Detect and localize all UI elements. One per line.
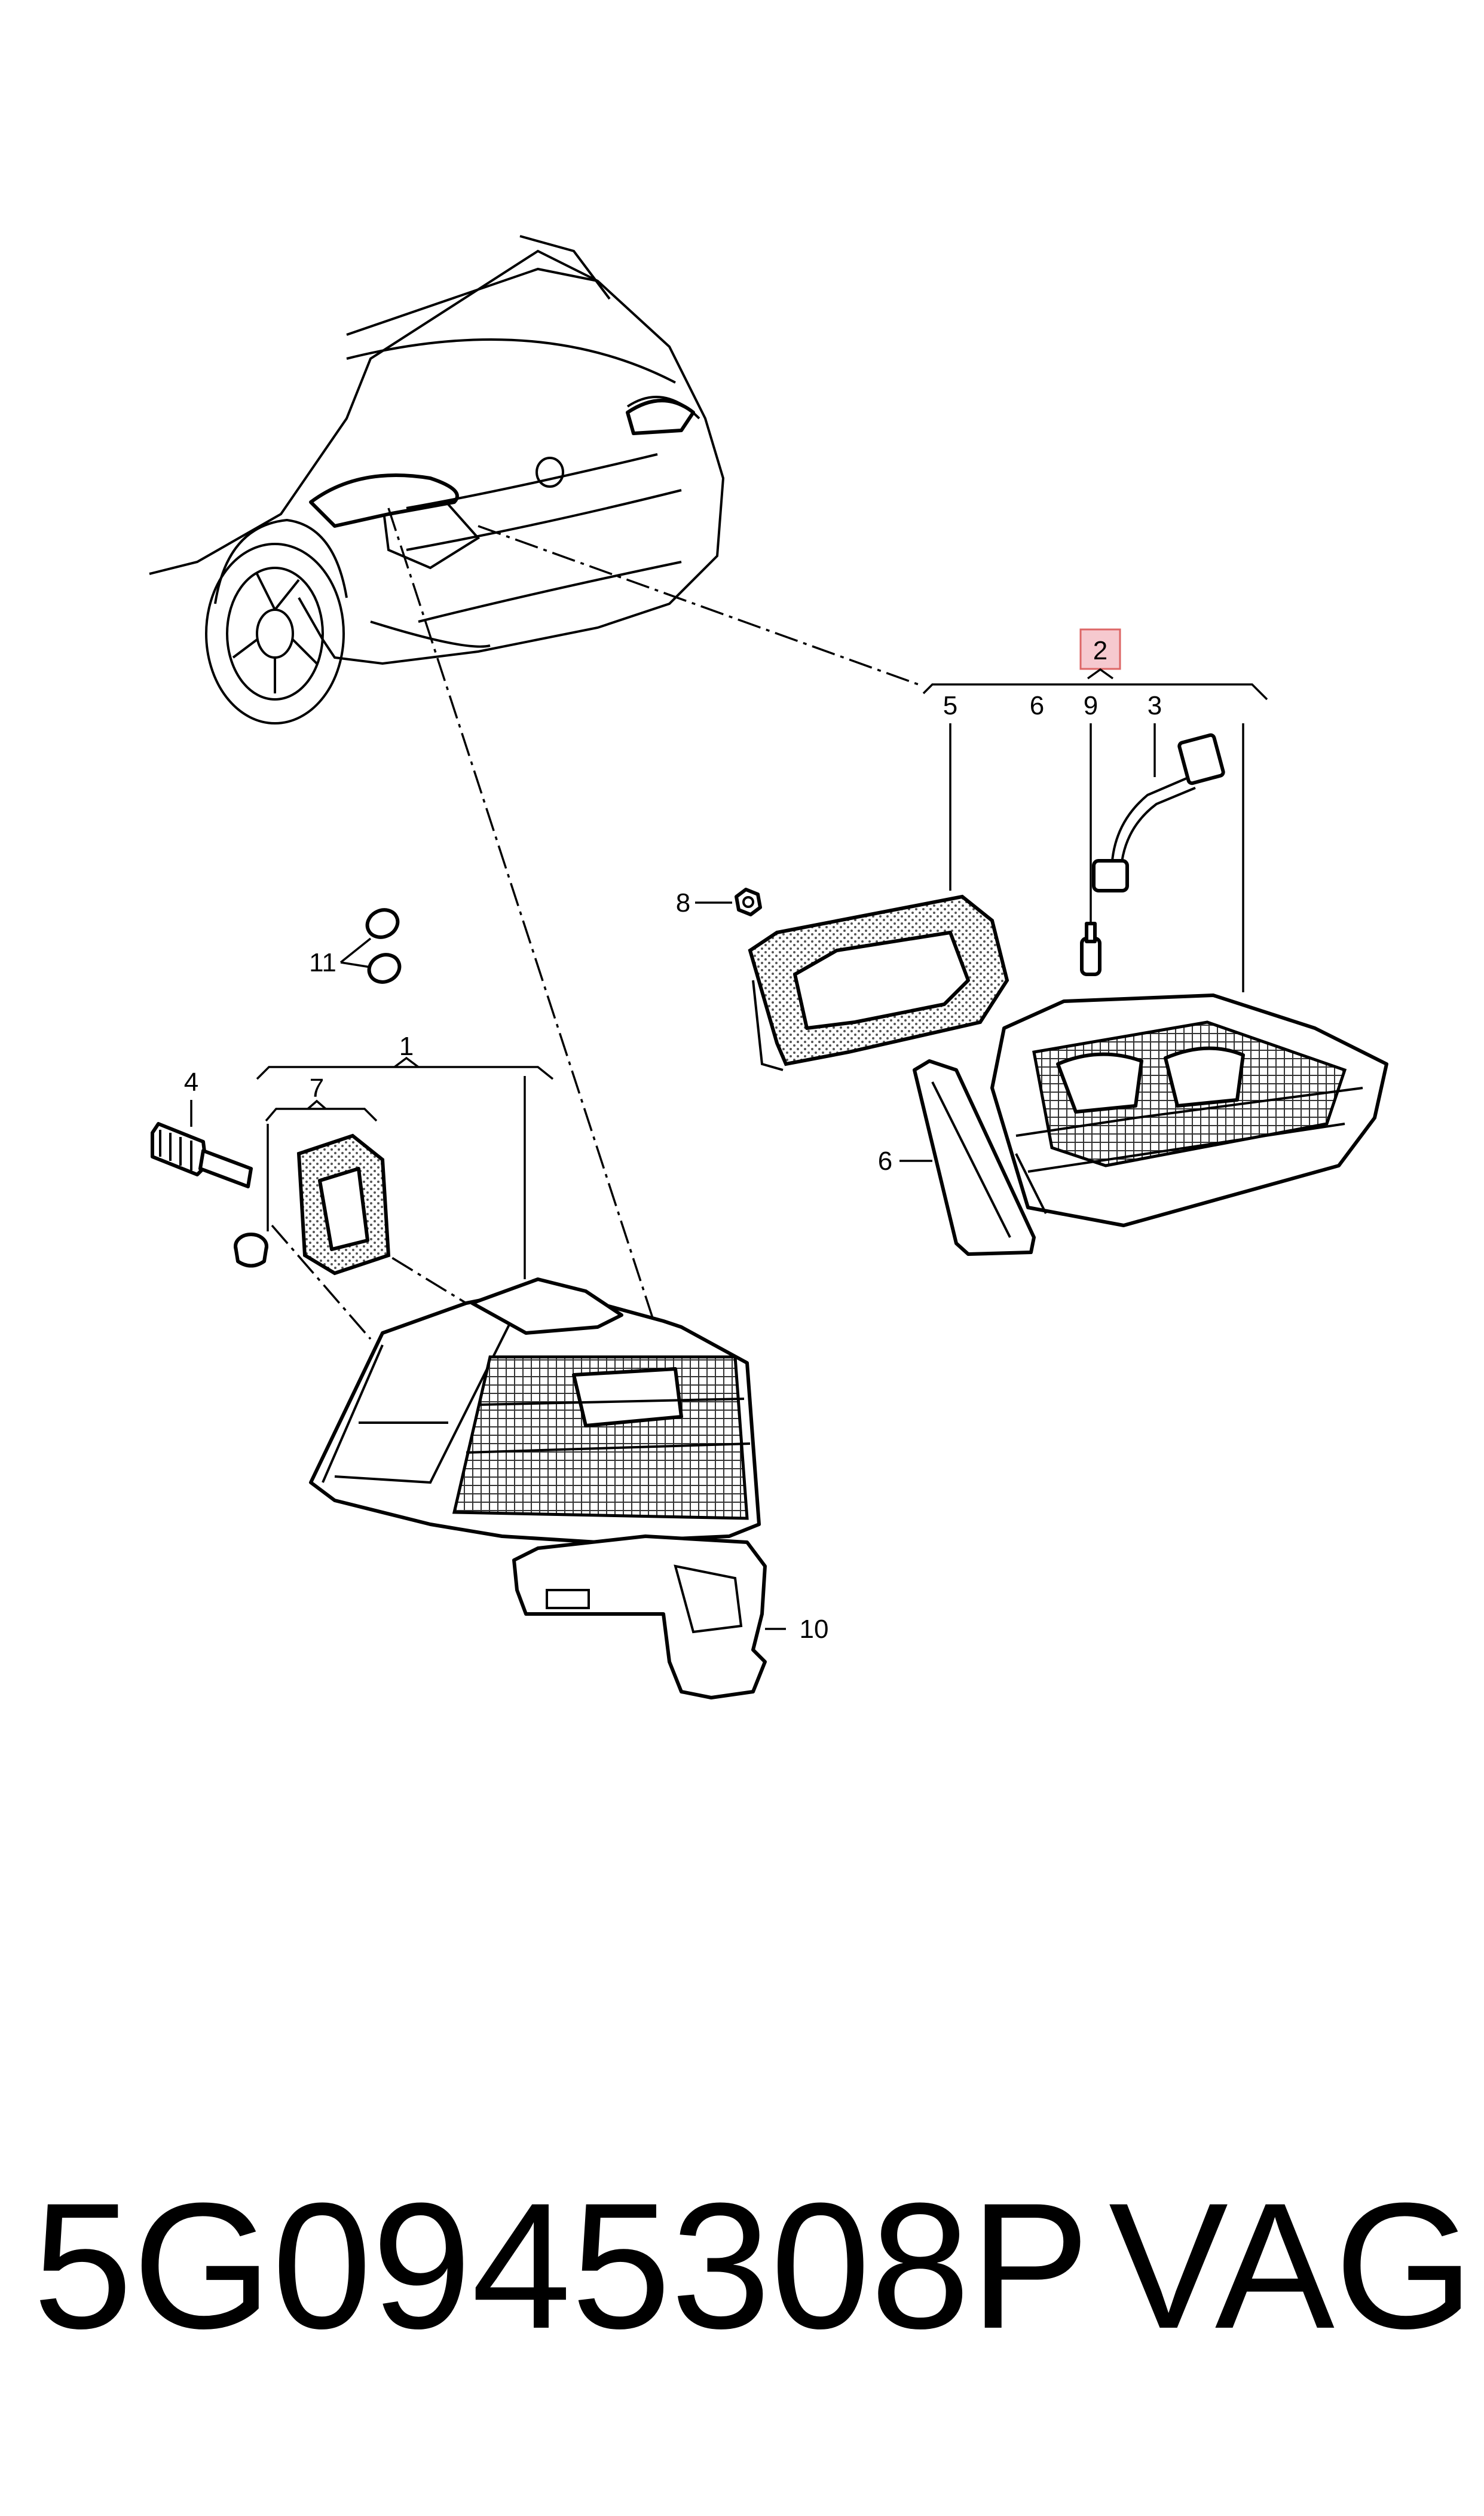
nut-8-icon: 8: [676, 888, 762, 918]
callout-10: 10: [800, 1615, 829, 1644]
callout-2-highlight: [1079, 628, 1121, 670]
assembly-2-group: 2 5 6 9 3 8: [676, 628, 1388, 1256]
wiring-harness-3-icon: [1092, 733, 1225, 892]
part-number: 5G0945308P: [33, 2165, 1090, 2366]
callout-4: 4: [184, 1068, 198, 1097]
callout-3: 3: [1148, 691, 1162, 720]
callout-6-top: 6: [1030, 691, 1044, 720]
callout-11: 11: [309, 948, 336, 977]
car-rear-illustration: [149, 235, 725, 724]
inner-tail-lamp-icon: [990, 993, 1388, 1227]
callout-5: 5: [943, 691, 957, 720]
outer-tail-lamp-icon: [309, 1277, 761, 1544]
gasket-5-icon: [748, 894, 1009, 1071]
callout-9: 9: [1084, 691, 1098, 720]
bulb-holder-4-icon: 4: [151, 1068, 253, 1188]
callout-8: 8: [676, 888, 690, 918]
callout-1: 1: [399, 1032, 414, 1061]
callout-6-bottom: 6: [878, 1147, 892, 1176]
callout-7: 7: [310, 1074, 324, 1103]
trim-6-icon: 6: [878, 1059, 1036, 1256]
grommet-icon: [234, 1233, 268, 1268]
assembly-1-group: 1 7 4: [151, 1032, 829, 1699]
bracket-10-icon: 10: [512, 1534, 829, 1699]
seal-7-icon: [296, 1133, 391, 1276]
callout-2: 2: [1093, 636, 1107, 665]
bulb-9-icon: [1080, 922, 1101, 976]
caps-11-icon: 11: [309, 908, 402, 984]
brand-name: VAG: [1109, 2165, 1474, 2366]
